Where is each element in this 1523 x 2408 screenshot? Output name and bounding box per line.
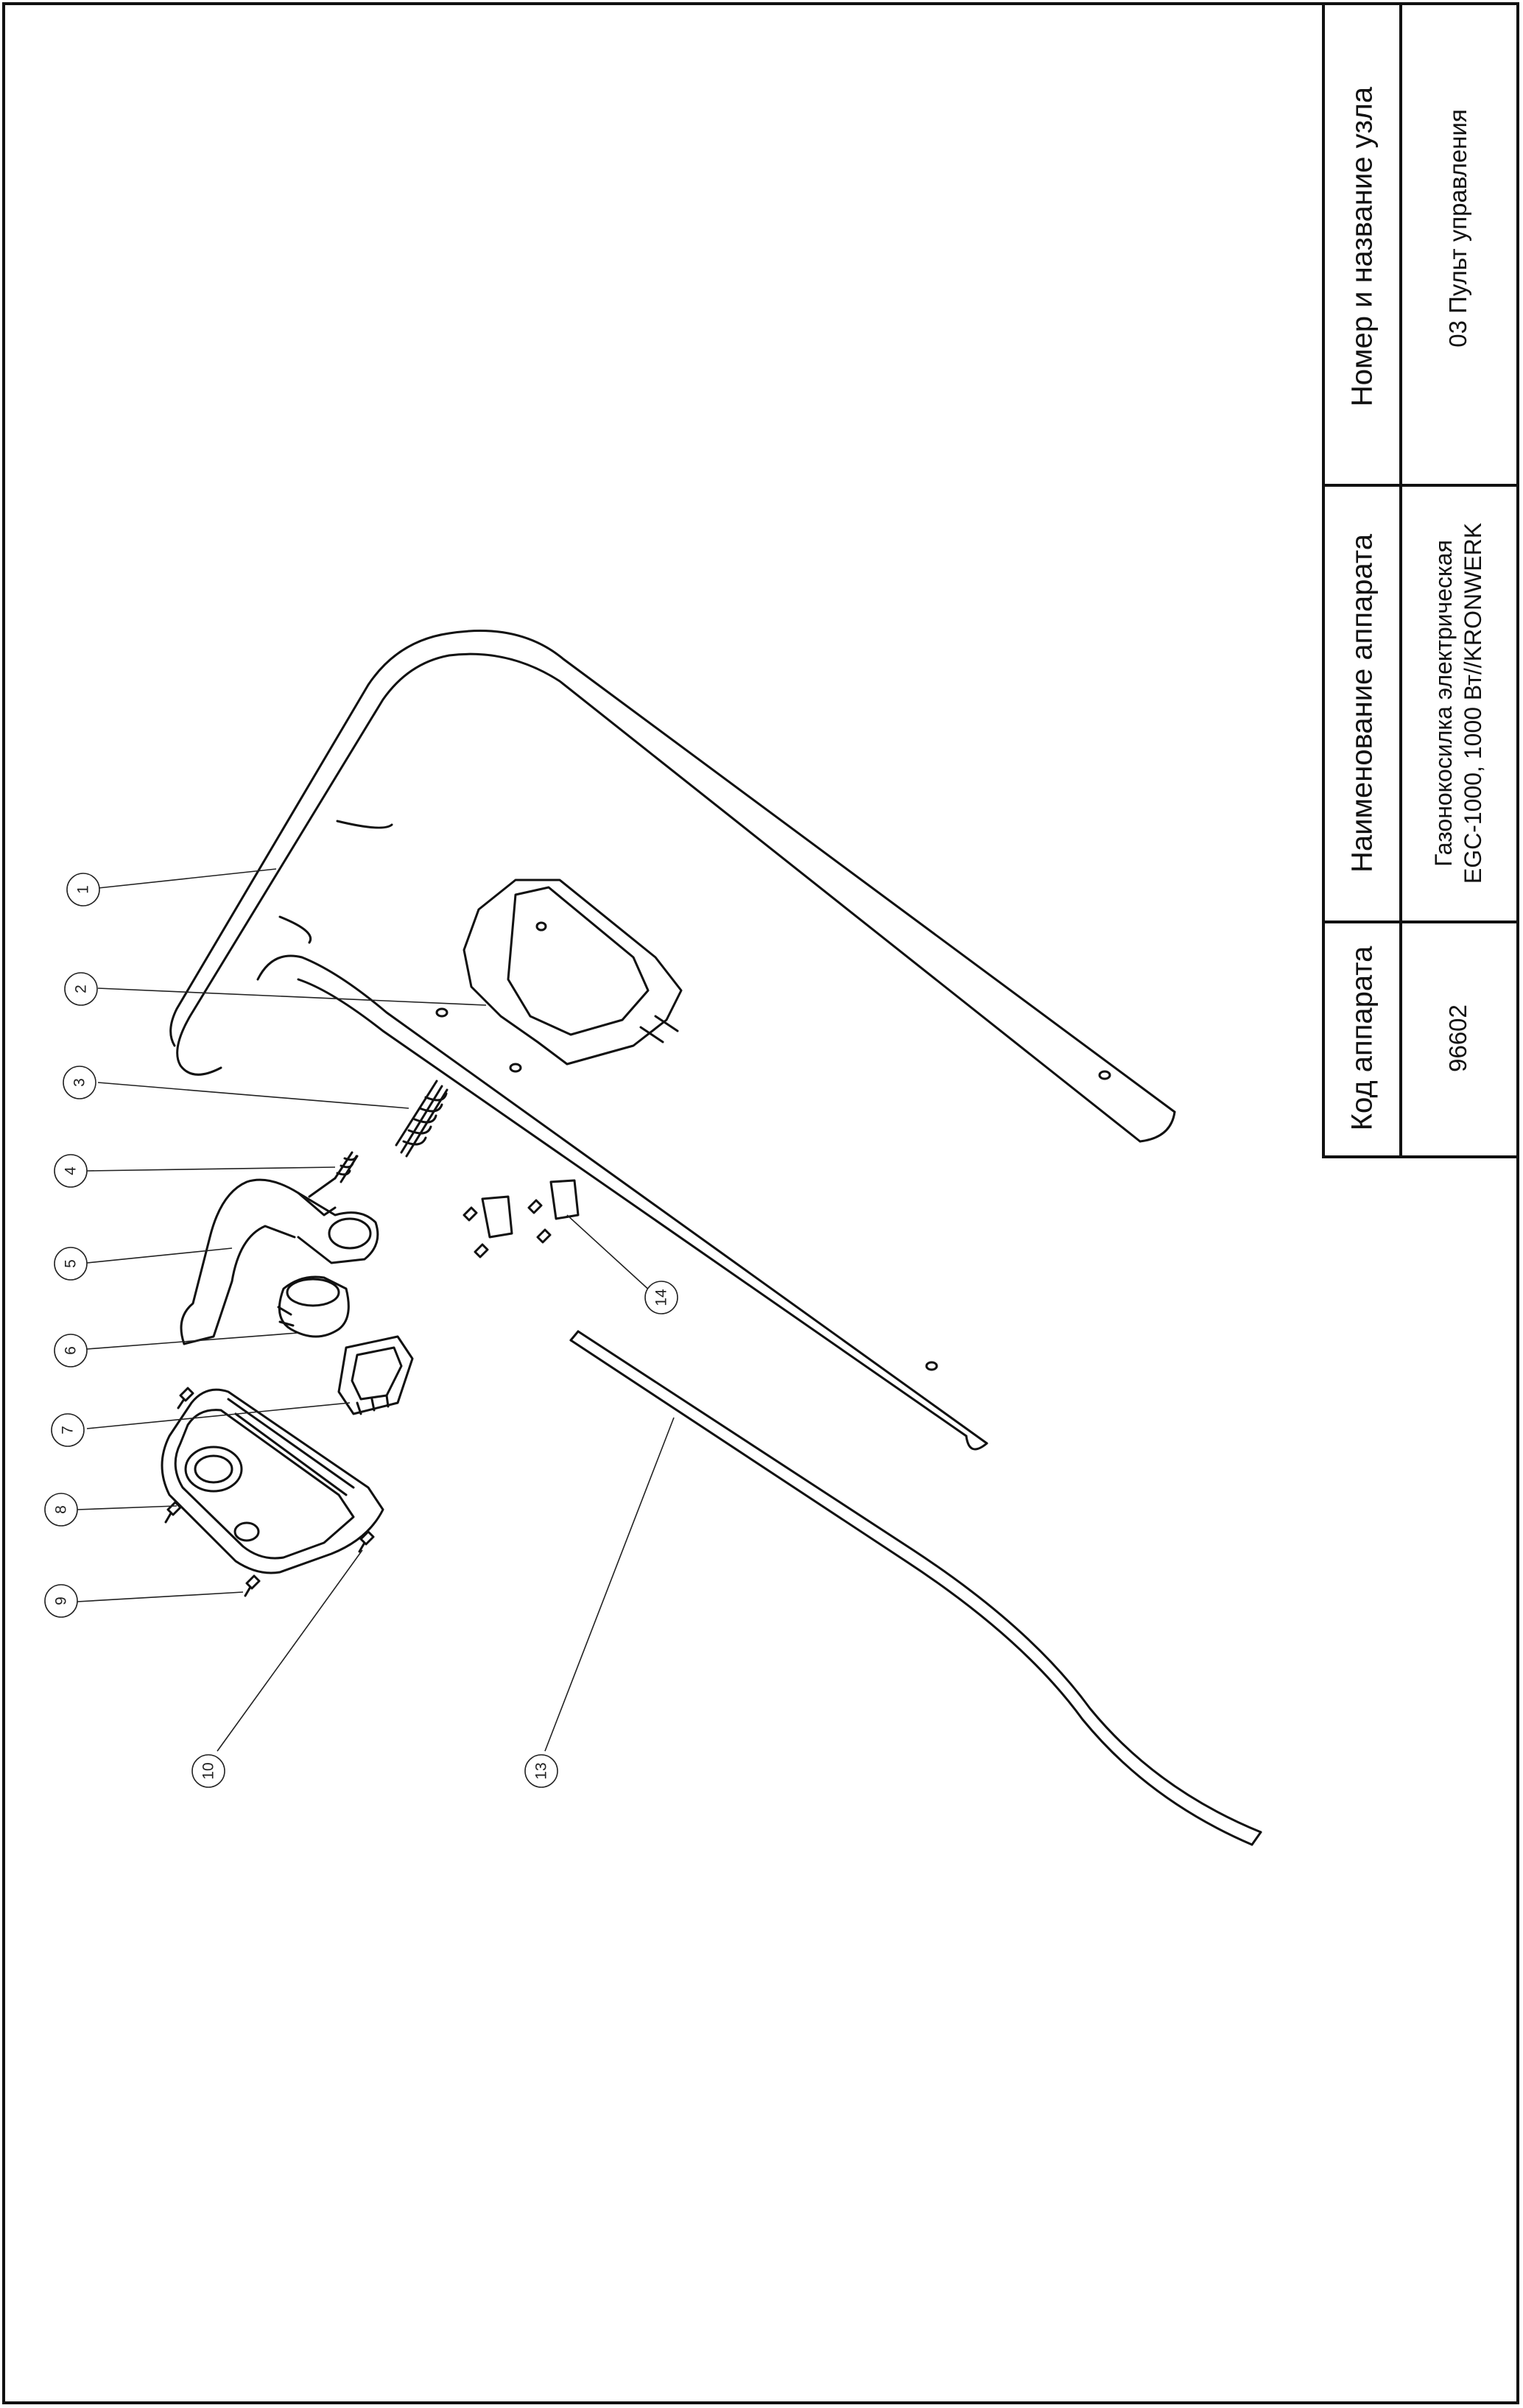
svg-text:6: 6 [63,1346,80,1355]
callout-13: 13 [524,1754,558,1788]
part-6-clamp [277,1275,350,1338]
title-block-row-divider [1322,484,1519,487]
callout-10: 10 [191,1754,225,1788]
svg-text:10: 10 [200,1762,217,1779]
callout-4: 4 [54,1154,88,1188]
svg-text:3: 3 [71,1078,88,1087]
part-1-handle-tube [169,630,1176,1451]
title-block-divider [1399,2,1402,1158]
callout-3: 3 [63,1066,96,1099]
svg-text:7: 7 [60,1426,77,1434]
callout-6: 6 [54,1334,88,1367]
callout-14: 14 [644,1281,678,1314]
callouts: 1 2 3 4 5 6 7 8 [44,873,678,1788]
svg-text:1: 1 [75,885,92,894]
part-13-cable [569,1330,1262,1846]
callout-8: 8 [44,1493,78,1527]
callout-2: 2 [64,972,98,1006]
callout-5: 5 [54,1247,88,1281]
part-7-switch [337,1335,414,1415]
svg-text:13: 13 [533,1762,550,1779]
svg-text:2: 2 [73,985,90,993]
part-10-screws [358,1530,375,1553]
part-4-small-spring [334,1151,359,1183]
part-3-spring [395,1080,449,1158]
title-block [1322,2,1519,1158]
part-2-housing-cover [462,879,683,1066]
svg-text:4: 4 [63,1166,80,1175]
part-14-cable-clips [462,1179,580,1258]
svg-text:5: 5 [63,1259,80,1268]
part-5-lever [180,1177,379,1345]
callout-1: 1 [66,873,100,906]
svg-text:9: 9 [53,1596,70,1605]
callout-9: 9 [44,1584,78,1618]
title-block-row-divider [1322,920,1519,923]
part-9-screws [164,1387,261,1597]
leader-lines [77,868,675,1752]
callout-7: 7 [51,1413,85,1447]
part-8-housing-base [161,1388,384,1574]
svg-text:8: 8 [53,1505,70,1514]
svg-text:14: 14 [653,1289,670,1306]
